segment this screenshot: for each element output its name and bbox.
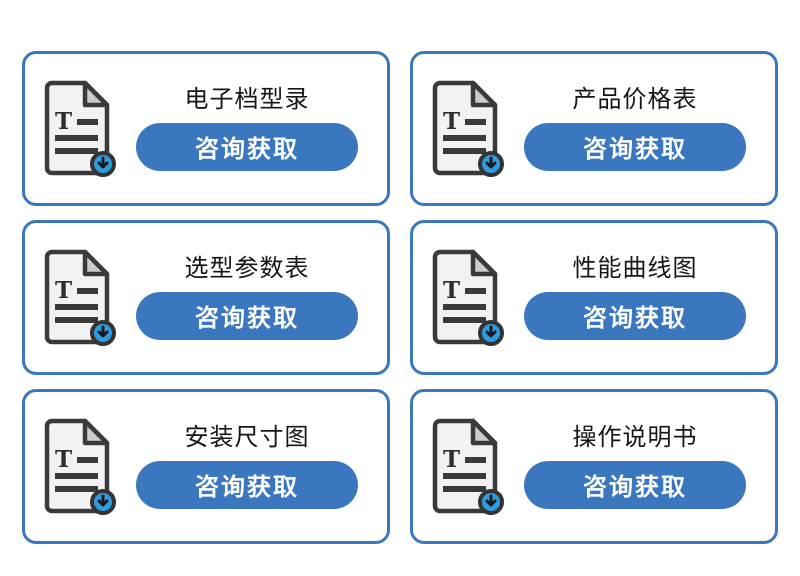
svg-text:T: T	[55, 108, 72, 135]
svg-text:T: T	[55, 446, 72, 473]
download-card-operation-manual[interactable]: T 操作说明书 咨询获取	[410, 389, 778, 544]
card-title: 选型参数表	[184, 254, 310, 283]
consult-get-button[interactable]: 咨询获取	[136, 460, 358, 509]
download-card-electronic-catalog[interactable]: T 电子档型录 咨询获取	[22, 51, 390, 206]
consult-get-button[interactable]: 咨询获取	[524, 460, 746, 509]
svg-text:T: T	[443, 108, 460, 135]
card-title: 安装尺寸图	[184, 423, 310, 452]
consult-get-button[interactable]: 咨询获取	[524, 122, 746, 171]
card-body: 产品价格表 咨询获取	[509, 86, 775, 171]
card-body: 选型参数表 咨询获取	[121, 255, 387, 340]
card-body: 性能曲线图 咨询获取	[509, 255, 775, 340]
download-card-installation-dimension-drawing[interactable]: T 安装尺寸图 咨询获取	[22, 389, 390, 544]
card-title: 操作说明书	[572, 423, 698, 452]
card-body: 操作说明书 咨询获取	[509, 424, 775, 509]
document-download-icon: T	[429, 418, 504, 516]
svg-text:T: T	[443, 277, 460, 304]
card-title: 电子档型录	[184, 85, 310, 114]
consult-get-button[interactable]: 咨询获取	[136, 291, 358, 340]
document-download-icon: T	[429, 80, 504, 178]
consult-get-button[interactable]: 咨询获取	[524, 291, 746, 340]
card-body: 安装尺寸图 咨询获取	[121, 424, 387, 509]
card-title: 性能曲线图	[572, 254, 698, 283]
downloads-card-grid: T 电子档型录 咨询获取 T	[21, 51, 779, 544]
svg-text:T: T	[55, 277, 72, 304]
consult-get-button[interactable]: 咨询获取	[136, 122, 358, 171]
card-title: 产品价格表	[572, 85, 698, 114]
card-body: 电子档型录 咨询获取	[121, 86, 387, 171]
download-card-performance-curve-chart[interactable]: T 性能曲线图 咨询获取	[410, 220, 778, 375]
download-card-product-price-list[interactable]: T 产品价格表 咨询获取	[410, 51, 778, 206]
document-download-icon: T	[41, 249, 116, 347]
download-card-selection-parameter-table[interactable]: T 选型参数表 咨询获取	[22, 220, 390, 375]
svg-text:T: T	[443, 446, 460, 473]
document-download-icon: T	[429, 249, 504, 347]
document-download-icon: T	[41, 80, 116, 178]
document-download-icon: T	[41, 418, 116, 516]
